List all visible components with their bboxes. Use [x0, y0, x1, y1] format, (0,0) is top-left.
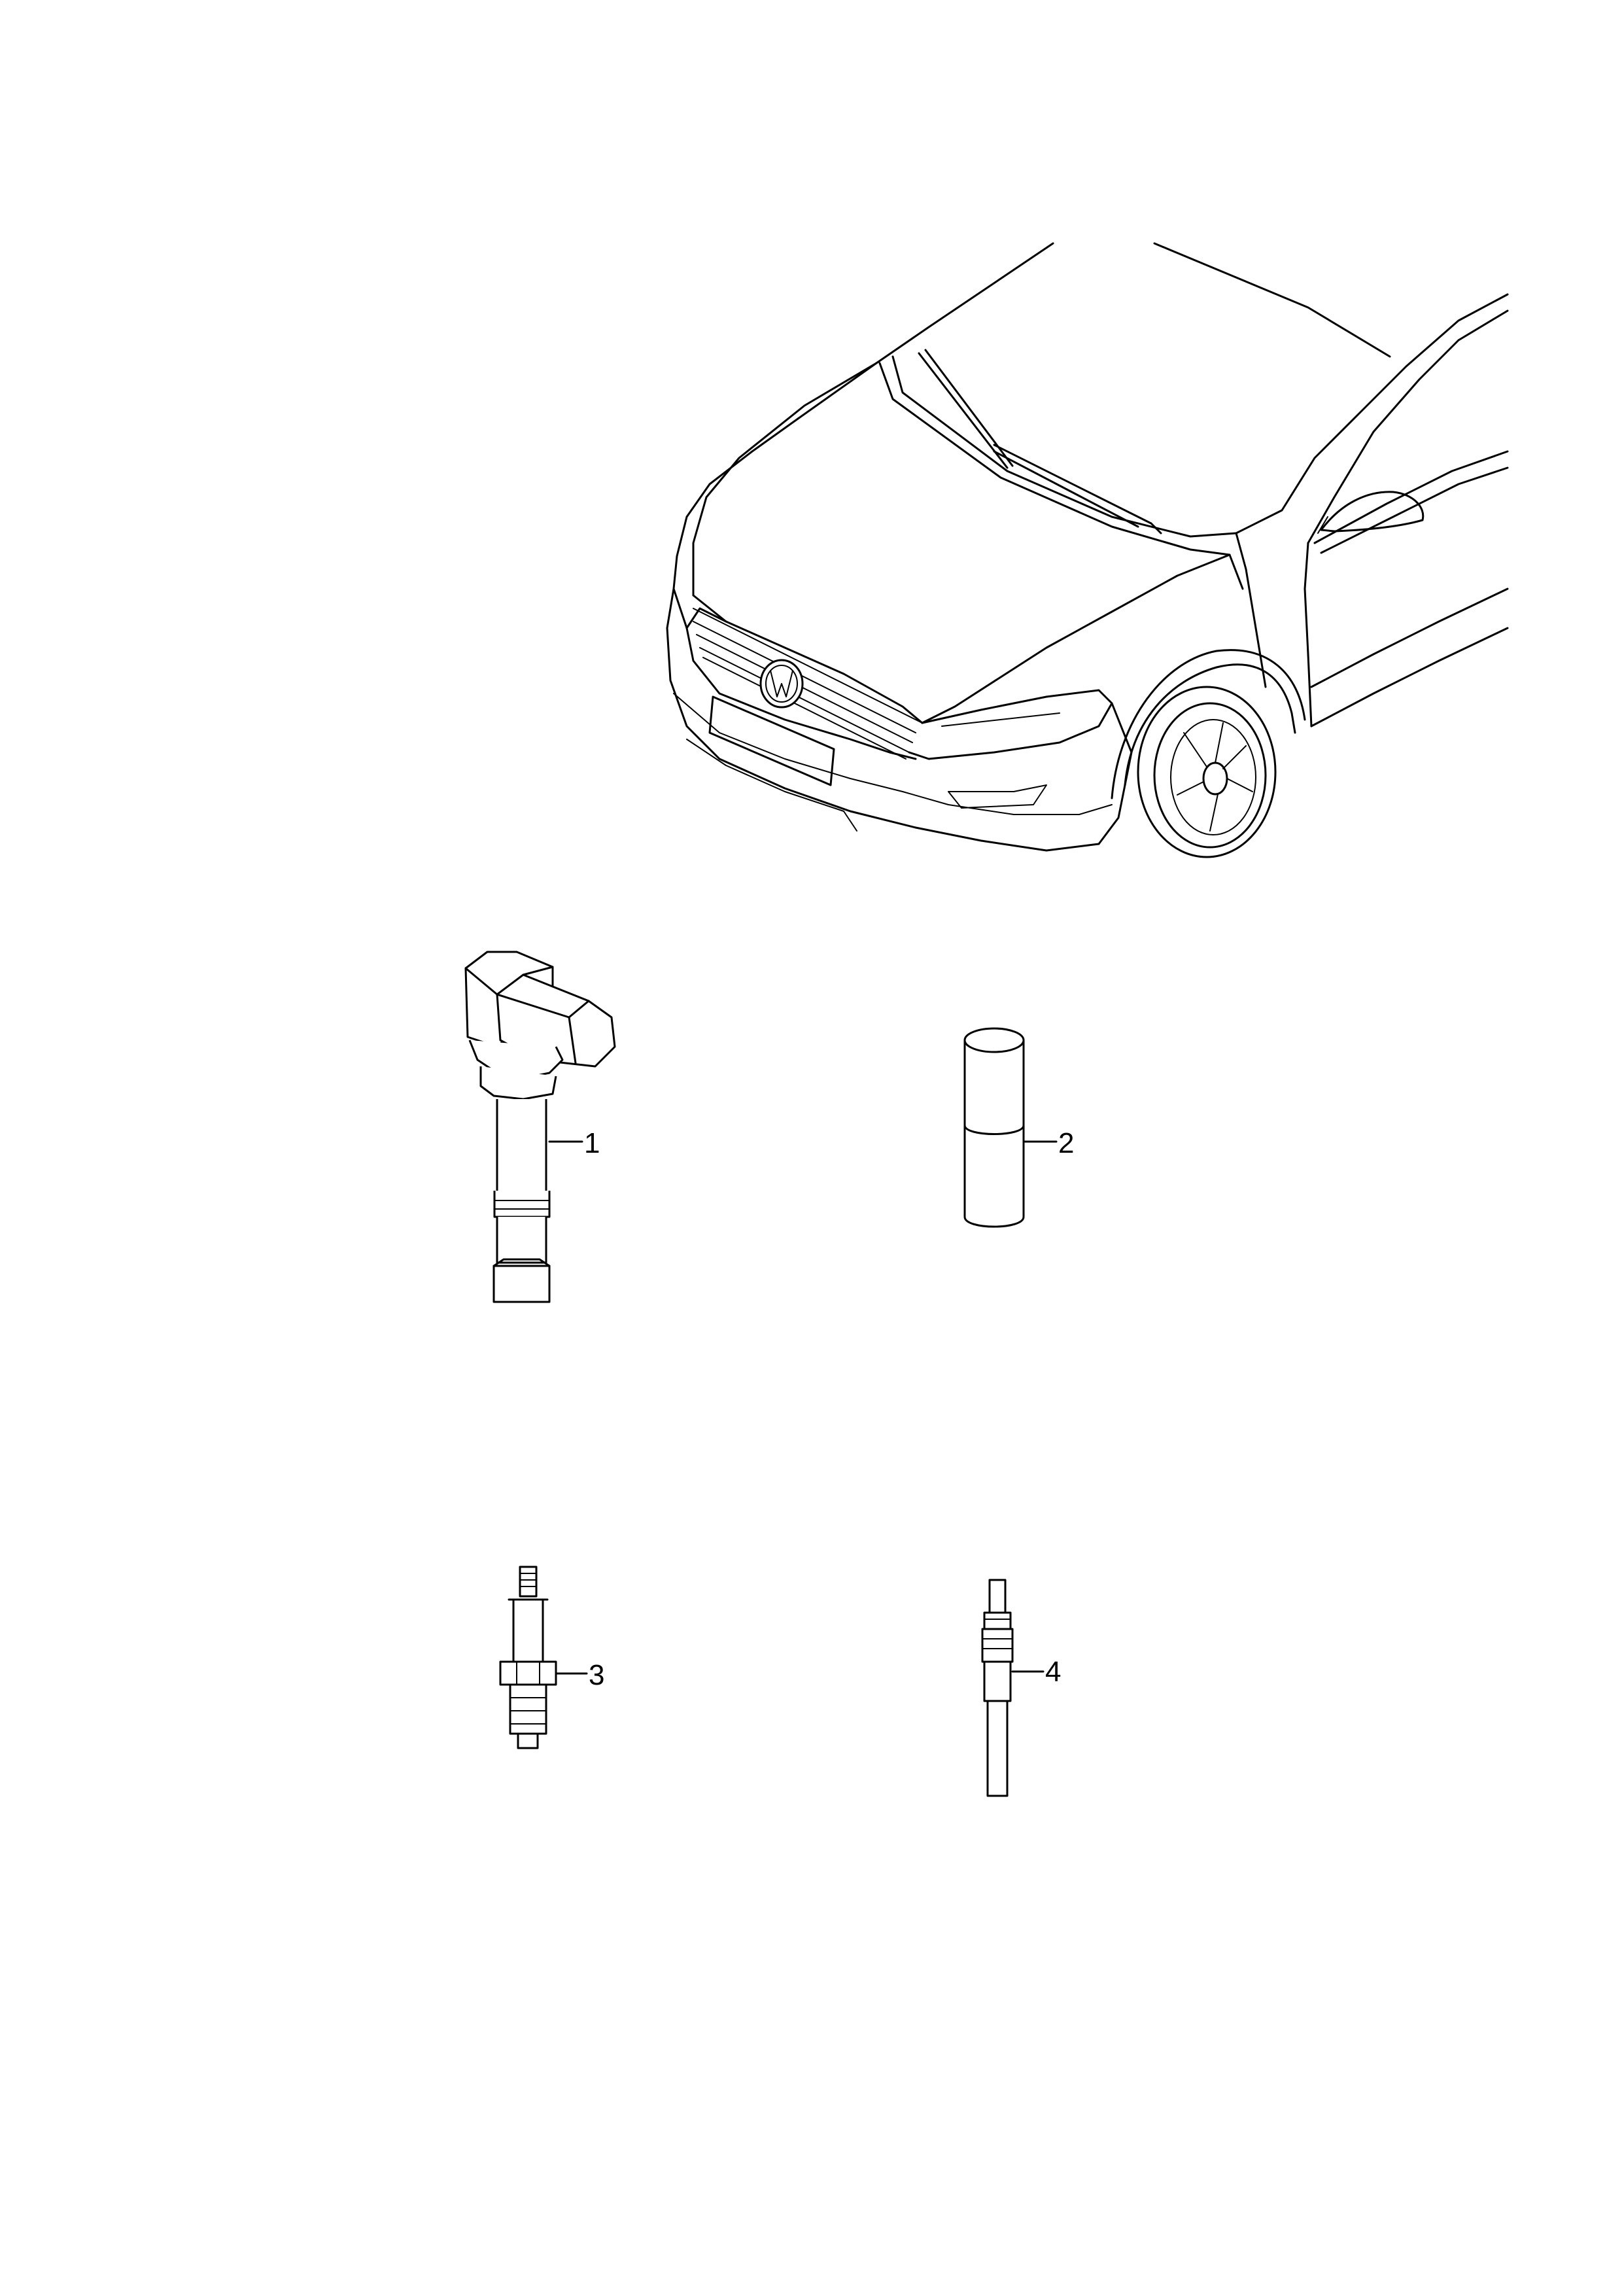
spark-plug-icon: [499, 1566, 588, 1749]
callout-label-4: 4: [1045, 1656, 1061, 1688]
ignition-coil-icon: [464, 951, 616, 1303]
cylindrical-sleeve-icon: [963, 1027, 1058, 1228]
callout-label-1: 1: [584, 1127, 600, 1159]
glow-plug-icon: [981, 1579, 1045, 1797]
callout-label-3: 3: [589, 1659, 604, 1691]
callout-label-2: 2: [1058, 1127, 1074, 1159]
vehicle-illustration: [666, 242, 1509, 858]
